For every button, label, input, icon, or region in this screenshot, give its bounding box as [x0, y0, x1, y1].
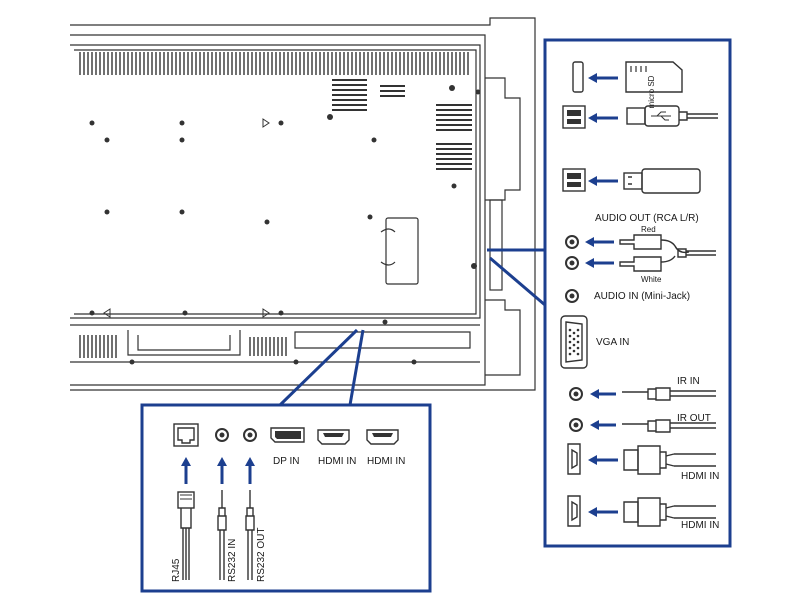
arrow-left-icon	[585, 237, 614, 247]
mini-jack-icon	[245, 490, 255, 580]
audio-in-jack	[565, 289, 579, 303]
hdmi-in-bottom-1-label: HDMI IN	[318, 456, 356, 467]
right-arrows	[585, 73, 618, 517]
usb-stick-icon	[623, 168, 701, 194]
rj45-connector-icon	[177, 491, 195, 580]
sd-card-icon: micro SD	[625, 61, 683, 108]
arrow-left-icon	[588, 455, 618, 465]
hdmi-port-icon	[567, 443, 581, 475]
hdmi-right-2-row: HDMI IN	[567, 495, 719, 531]
hdmi-right-2-label: HDMI IN	[681, 520, 719, 531]
rj45-label: RJ45	[171, 558, 182, 582]
mini-jack-icon	[217, 490, 227, 580]
bottom-ports-row	[173, 423, 399, 447]
ir-out-label: IR OUT	[677, 413, 711, 424]
rj45-port	[173, 423, 199, 447]
hdmi-cable-icon	[623, 497, 716, 527]
arrow-left-icon	[588, 176, 618, 186]
red-label: Red	[641, 225, 656, 234]
screw-holes	[89, 85, 481, 365]
usb-cable-icon	[626, 105, 718, 127]
rs232-out-jack	[243, 428, 257, 442]
mini-jack-icon	[622, 387, 716, 401]
audio-in-row: AUDIO IN (Mini-Jack)	[565, 289, 690, 303]
audio-in-label: AUDIO IN (Mini-Jack)	[594, 291, 690, 302]
audio-out-row: AUDIO OUT (RCA L/R) Red White	[565, 213, 716, 284]
arrow-left-icon	[588, 113, 618, 123]
arrow-left-icon	[588, 507, 618, 517]
usb-port-1	[562, 105, 586, 129]
dp-port	[270, 427, 305, 443]
ir-in-label: IR IN	[677, 376, 700, 387]
ir-in-jack	[569, 387, 583, 401]
hdmi-right-1-row: HDMI IN	[567, 443, 719, 482]
usb-cable-row	[562, 105, 718, 129]
rca-cable-icon	[619, 234, 716, 272]
vent-grilles	[79, 52, 472, 358]
hdmi-cable-icon	[623, 445, 716, 475]
micro-sd-row: micro SD	[572, 61, 683, 108]
rs232-in-label: RS232 IN	[227, 539, 238, 582]
white-label: White	[641, 275, 662, 284]
usb-port-2	[562, 168, 586, 192]
dp-in-label: DP IN	[273, 456, 300, 467]
monitor-rear-view	[70, 17, 536, 391]
hdmi-in-bottom-2-label: HDMI IN	[367, 456, 405, 467]
arrow-left-icon	[590, 420, 616, 430]
arrow-left-icon	[590, 389, 616, 399]
rca-jack-red	[565, 235, 579, 249]
sd-slot	[572, 61, 584, 93]
ir-out-jack	[569, 418, 583, 432]
triangle-markers	[103, 118, 270, 318]
rca-jack-white	[565, 256, 579, 270]
arrow-up-icon	[217, 457, 227, 484]
hdmi-port-bottom-2	[366, 429, 399, 445]
mini-jack-icon	[622, 419, 716, 433]
vga-row: VGA IN	[560, 315, 629, 369]
arrow-left-icon	[585, 258, 614, 268]
arrow-up-icon	[245, 457, 255, 484]
callout-lines	[278, 248, 546, 407]
arrow-left-icon	[588, 73, 618, 83]
hdmi-right-1-label: HDMI IN	[681, 471, 719, 482]
vga-label: VGA IN	[596, 337, 629, 348]
vga-port-icon	[560, 315, 588, 369]
ir-out-row: IR OUT	[569, 413, 716, 433]
hdmi-port-bottom-1	[317, 429, 350, 445]
bottom-arrows	[181, 457, 255, 484]
usb-stick-row	[562, 168, 701, 194]
arrow-up-icon	[181, 457, 191, 484]
hdmi-port-icon	[567, 495, 581, 527]
sd-card-text: micro SD	[647, 75, 656, 108]
rs232-out-label: RS232 OUT	[256, 528, 267, 582]
ir-in-row: IR IN	[569, 376, 716, 401]
rs232-in-jack	[215, 428, 229, 442]
audio-out-label: AUDIO OUT (RCA L/R)	[595, 213, 699, 224]
